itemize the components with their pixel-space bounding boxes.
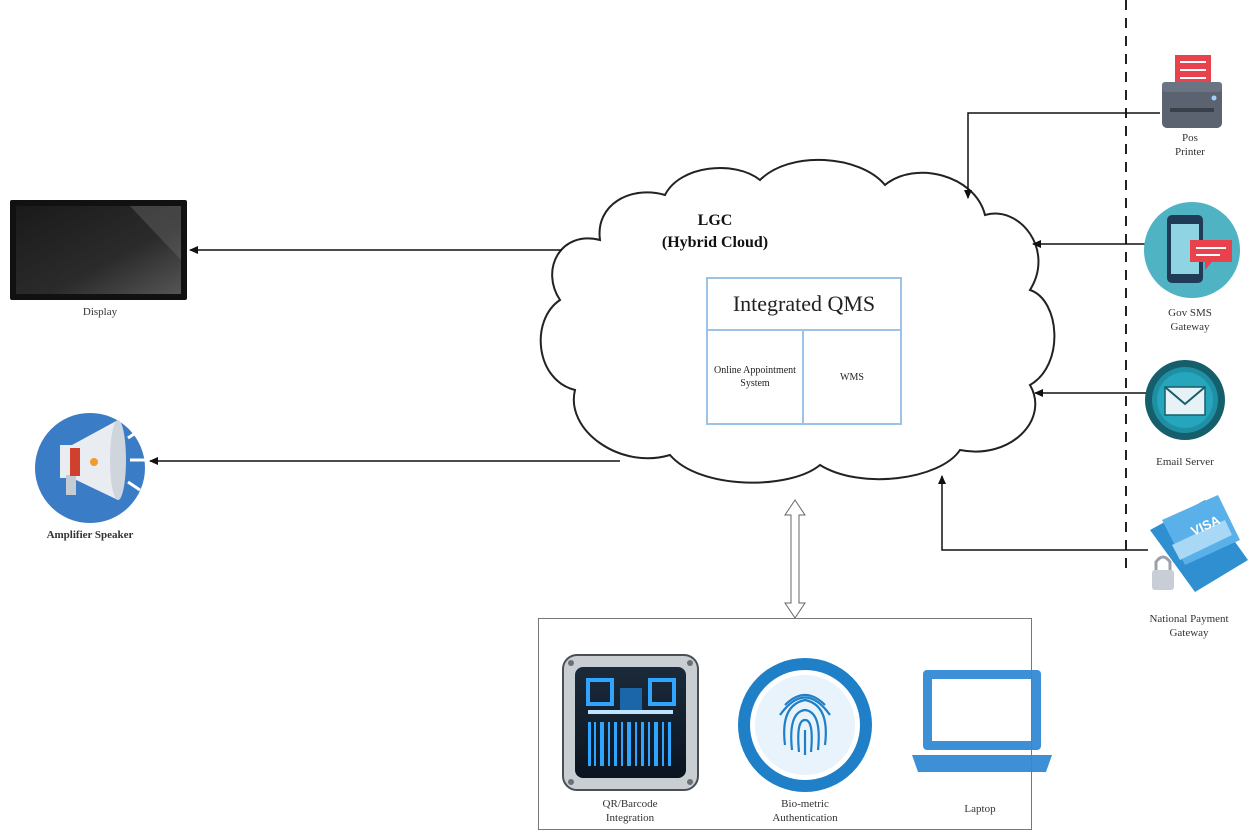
email-server-label: Email Server bbox=[1156, 456, 1214, 468]
gov-sms-label-line2: Gateway bbox=[1170, 321, 1210, 333]
cloud-title-line2: (Hybrid Cloud) bbox=[661, 234, 769, 251]
pos-printer-label: Pos Printer bbox=[1160, 131, 1220, 159]
integrated-qms-box: Integrated QMS Online Appointment System… bbox=[706, 277, 902, 425]
amplifier-speaker-icon bbox=[35, 413, 145, 523]
laptop-icon bbox=[912, 670, 1052, 772]
email-server-icon bbox=[1145, 360, 1225, 440]
gov-sms-gateway-icon bbox=[1144, 202, 1240, 298]
gov-sms-label: Gov SMS Gateway bbox=[1150, 306, 1230, 334]
cloud-title-line1: LGC bbox=[697, 212, 733, 229]
arrow-from-printer bbox=[964, 112, 1160, 199]
gov-sms-label-line1: Gov SMS bbox=[1168, 307, 1212, 319]
biometric-label-line2: Authentication bbox=[772, 812, 838, 824]
qms-title: Integrated QMS bbox=[708, 279, 900, 331]
national-payment-gateway-icon: VISA bbox=[1150, 495, 1248, 592]
biometric-label: Bio-metric Authentication bbox=[745, 797, 865, 825]
pos-printer-icon bbox=[1162, 55, 1222, 128]
qr-barcode-label-line2: Integration bbox=[605, 812, 655, 824]
payment-gateway-label-line2: Gateway bbox=[1169, 627, 1209, 639]
payment-gateway-label-line1: National Payment bbox=[1149, 613, 1229, 625]
qr-barcode-label-line1: QR/Barcode bbox=[602, 798, 658, 810]
display-label: Display bbox=[82, 306, 118, 318]
online-appointment-module: Online Appointment System bbox=[708, 331, 804, 423]
payment-gateway-label: National Payment Gateway bbox=[1128, 612, 1250, 640]
amplifier-speaker-label: Amplifier Speaker bbox=[46, 529, 134, 541]
wms-module: WMS bbox=[840, 371, 864, 383]
arrow-from-payment bbox=[938, 475, 1148, 551]
qr-barcode-icon bbox=[562, 654, 699, 791]
fingerprint-icon bbox=[738, 658, 872, 792]
cloud-title: LGC (Hybrid Cloud) bbox=[600, 210, 830, 254]
qr-barcode-label: QR/Barcode Integration bbox=[570, 797, 690, 825]
bidirectional-arrow bbox=[784, 499, 806, 619]
laptop-label: Laptop bbox=[964, 803, 996, 815]
display-icon bbox=[10, 200, 187, 300]
biometric-label-line1: Bio-metric bbox=[781, 798, 829, 810]
pos-printer-label-line1: Pos bbox=[1182, 132, 1198, 144]
pos-printer-label-line2: Printer bbox=[1175, 146, 1205, 158]
